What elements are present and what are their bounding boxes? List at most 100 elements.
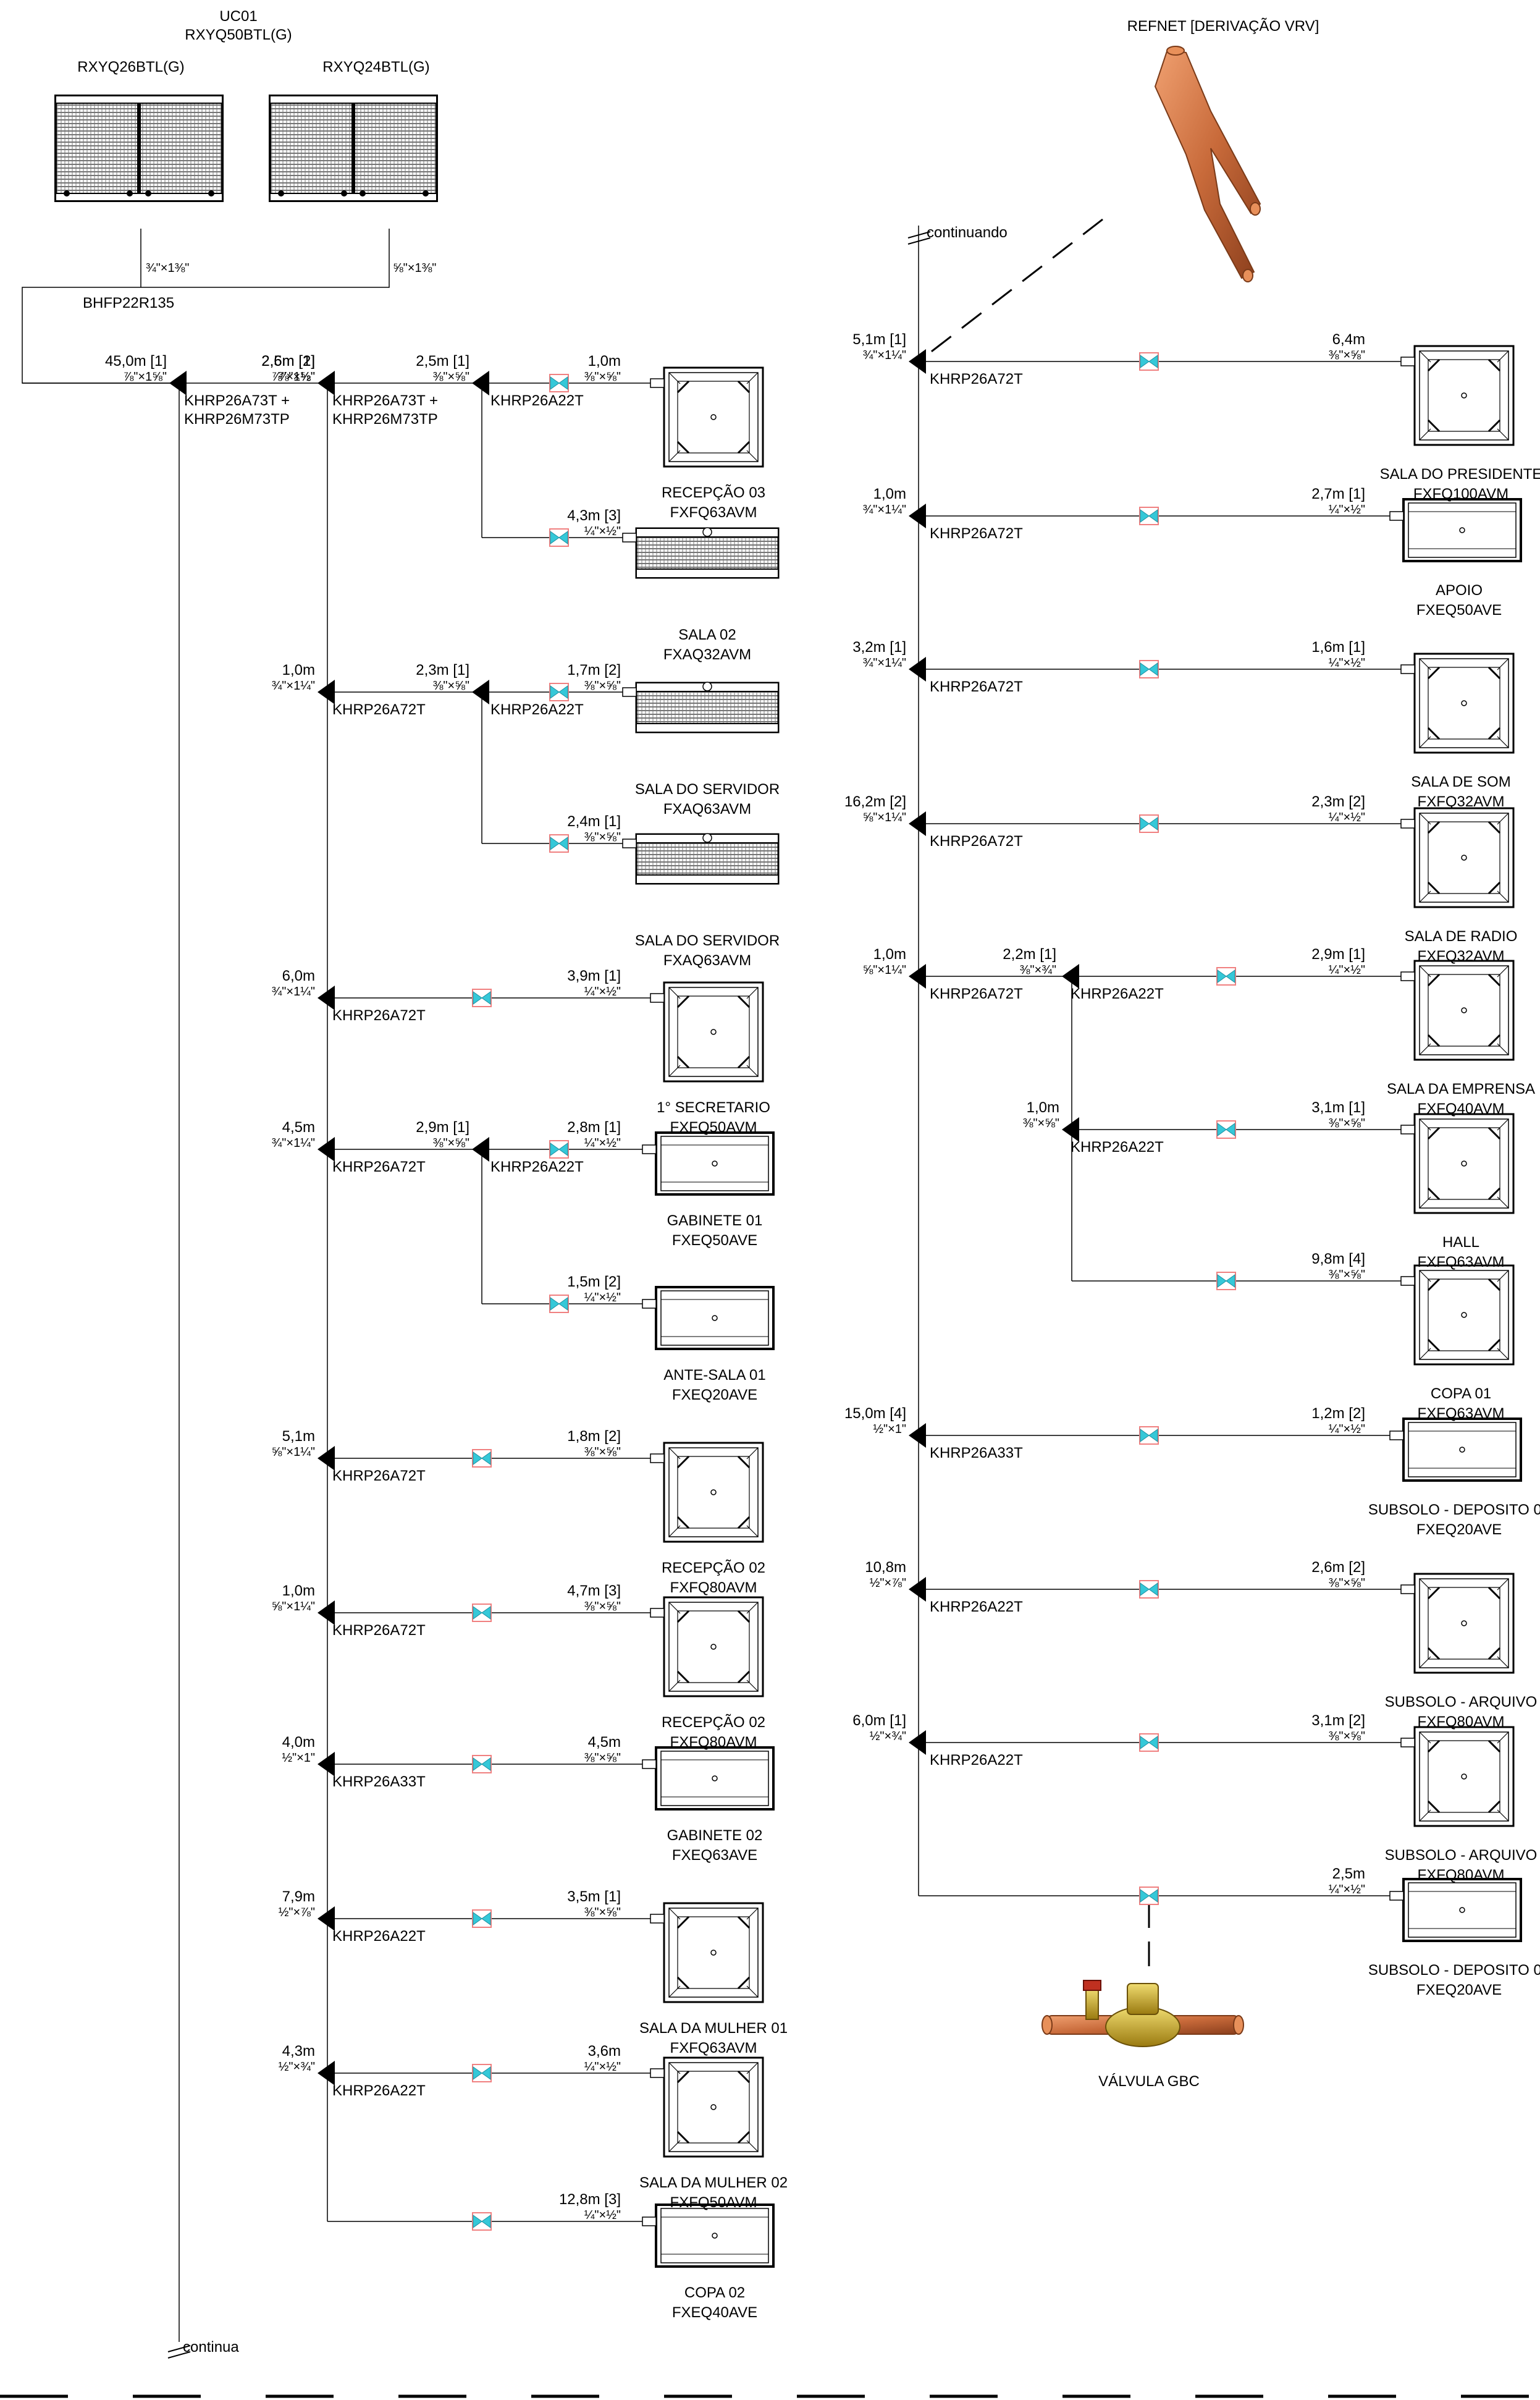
refnet-kit: KHRP26A72T (930, 986, 1023, 1002)
indoor-model: FXEQ20AVE (1416, 1982, 1502, 1998)
indoor-model: FXFQ80AVM (670, 1734, 757, 1751)
room-name: SALA DA EMPRENSA (1387, 1081, 1535, 1097)
isolation-valve-symbol (472, 989, 492, 1007)
segment-pipe-size: ¾"×1¼" (863, 503, 906, 517)
indoor-unit-cassette (1400, 807, 1515, 908)
refnet-sub-kit: KHRP26A22T (490, 701, 584, 718)
indoor-model: FXAQ32AVM (663, 646, 751, 663)
room-name: 1° SECRETARIO (657, 1099, 770, 1116)
sub-segment-length: 2,2m [1] (1003, 946, 1056, 963)
room-name: GABINETE 01 (667, 1212, 763, 1229)
segment-pipe-size: ½"×¾" (279, 2060, 315, 2074)
indoor-pipe-size: ⅜"×⅝" (584, 1445, 621, 1459)
branch-joint-marker (318, 1137, 335, 1162)
refnet-kit: KHRP26M73TP (332, 411, 438, 428)
branch-joint-marker (909, 1730, 926, 1755)
indoor-model: FXFQ63AVM (1418, 1405, 1505, 1422)
segment-length: 1,0m (282, 1582, 315, 1599)
branch-joint-marker (909, 657, 926, 682)
refnet-sub-kit: KHRP26A22T (490, 392, 584, 409)
outdoor-unit-2 (270, 96, 437, 201)
diagram-labels: 45,0m [1]⅞"×1⅝"2,6m [2]⅞"×1½"KHRP26A73T … (105, 331, 1540, 2321)
isolation-valve-symbol (472, 2064, 492, 2082)
segment-pipe-size: ¾"×1¼" (863, 349, 906, 362)
room-name: SUBSOLO - ARQUIVO (1385, 1694, 1538, 1710)
sub-segment-pipe-size: ⅜"×⅝" (1023, 1117, 1059, 1130)
branch-joint-marker (318, 1752, 335, 1777)
isolation-valve-symbol (549, 1295, 569, 1313)
branch-kit-2: KHRP26M73TP (184, 411, 290, 428)
indoor-unit-cassette (649, 2056, 764, 2158)
indoor-pipe-length: 2,9m [1] (1311, 946, 1365, 963)
indoor-model: FXAQ63AVM (663, 952, 751, 969)
segment-length: 10,8m (865, 1559, 906, 1576)
indoor-pipe-length: 1,2m [2] (1311, 1405, 1365, 1422)
isolation-valve-symbol (1139, 660, 1159, 678)
segment-pipe-size: ⅝"×1¼" (272, 1600, 315, 1613)
isolation-valve-symbol (549, 683, 569, 701)
indoor-pipe-length: 6,4m (1332, 331, 1365, 348)
trunk-joint-marker (169, 371, 187, 395)
indoor-pipe-size: ¼"×½" (584, 985, 621, 999)
indoor-unit-cassette (1400, 345, 1515, 446)
room-name: SALA DE RADIO (1405, 928, 1518, 945)
room-name: RECEPÇÃO 02 (662, 1560, 765, 1576)
refnet-kit: KHRP26A22T (930, 1752, 1023, 1768)
indoor-pipe-length: 2,4m [1] (567, 813, 621, 830)
indoor-model: FXFQ50AVM (670, 2194, 757, 2211)
isolation-valve-symbol (1139, 1733, 1159, 1752)
isolation-valve-symbol (1139, 352, 1159, 371)
indoor-pipe-length: 1,7m [2] (567, 662, 621, 678)
segment-pipe-size: ⅜"×⅝" (433, 370, 469, 384)
segment-length: 4,3m (282, 2043, 315, 2060)
isolation-valve-symbol (1139, 814, 1159, 833)
indoor-model: FXFQ63AVM (670, 504, 757, 521)
indoor-unit-cassette (1400, 1264, 1515, 1366)
indoor-model: FXFQ32AVM (1418, 793, 1505, 810)
indoor-unit-cassette (649, 981, 764, 1083)
branch-joint-marker (318, 1446, 335, 1471)
refnet-title: REFNET [DERIVAÇÃO VRV] (1127, 18, 1319, 35)
indoor-unit-wall (621, 526, 780, 579)
isolation-valve-symbol (472, 1909, 492, 1928)
indoor-model: FXFQ32AVM (1418, 948, 1505, 965)
indoor-pipe-size: ¼"×½" (1329, 1422, 1365, 1436)
branch-joint-marker (472, 680, 489, 704)
branch-joint-marker (318, 371, 335, 395)
branch-length: 2,6m [2] (261, 353, 315, 370)
refnet-kit: KHRP26A72T (930, 525, 1023, 542)
room-name: COPA 01 (1431, 1385, 1491, 1402)
branch-joint-marker (472, 371, 489, 395)
refnet-kit: KHRP26A22T (332, 2082, 426, 2099)
segment-length: 5,1m (282, 1428, 315, 1445)
segment-length: 16,2m [2] (844, 793, 906, 810)
outdoor-pipework (22, 229, 390, 384)
indoor-pipe-length: 1,5m [2] (567, 1274, 621, 1290)
indoor-pipe-size: ¼"×½" (1329, 963, 1365, 977)
isolation-valve-symbol (549, 834, 569, 853)
refnet-kit: KHRP26A33T (332, 1773, 426, 1790)
indoor-pipe-size: ⅜"×⅝" (1329, 1268, 1365, 1282)
indoor-pipe-length: 2,5m (1332, 1865, 1365, 1882)
indoor-model: FXFQ100AVM (1413, 486, 1508, 502)
segment-length: 2,5m [1] (416, 353, 469, 370)
indoor-unit-cassette (649, 1902, 764, 2003)
branch-joint-marker (1062, 1117, 1079, 1142)
indoor-unit-duct (641, 1131, 775, 1196)
room-name: RECEPÇÃO 02 (662, 1714, 765, 1731)
indoor-pipe-size: ⅜"×⅝" (584, 370, 621, 384)
indoor-pipe-length: 12,8m [3] (559, 2191, 621, 2208)
indoor-model: FXFQ80AVM (670, 1579, 757, 1596)
gbc-valve-title: VÁLVULA GBC (1098, 2073, 1200, 2090)
gbc-valve-image (1041, 1980, 1244, 2047)
outdoor-joint-label: BHFP22R135 (83, 295, 174, 311)
branch-joint-marker (909, 1423, 926, 1448)
isolation-valve-symbol (549, 528, 569, 547)
sub-segment-pipe-size: ⅜"×¾" (1020, 963, 1056, 977)
continuando-label: continuando (927, 224, 1008, 241)
refnet-kit: KHRP26A72T (930, 678, 1023, 695)
indoor-model: FXEQ50AVE (672, 1232, 757, 1249)
indoor-pipe-size: ¼"×½" (584, 1291, 621, 1304)
refnet-kit: KHRP26A72T (930, 371, 1023, 387)
segment-pipe-size: ¾"×1¼" (863, 656, 906, 670)
